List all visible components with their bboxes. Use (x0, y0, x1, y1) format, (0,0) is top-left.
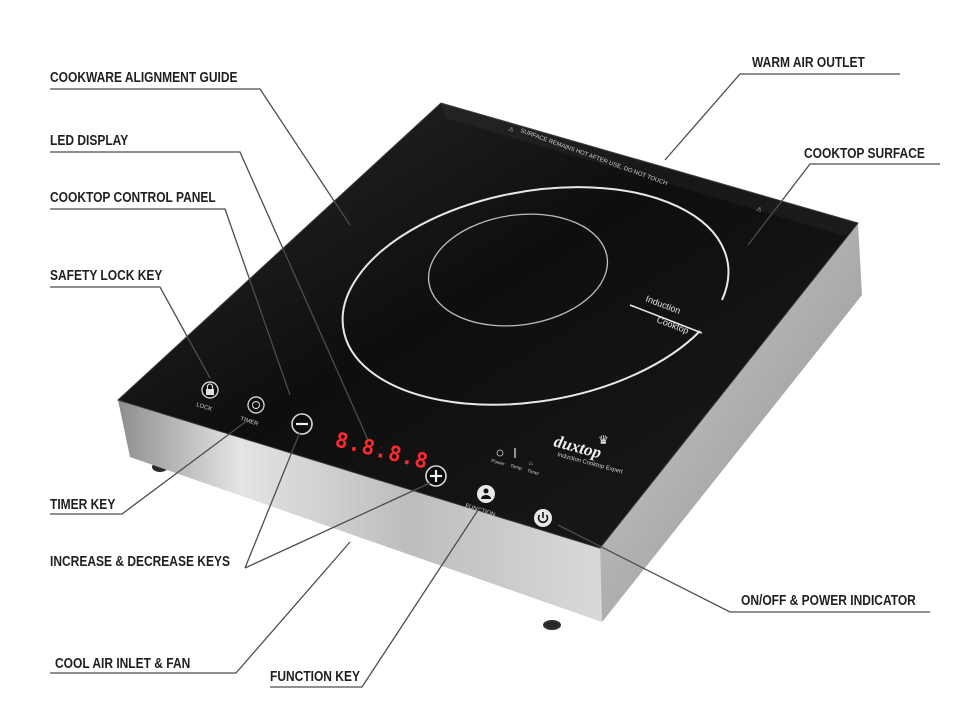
label-increase-decrease-keys: INCREASE & DECREASE KEYS (50, 553, 230, 570)
indicator-power: Power (490, 458, 505, 467)
indicator-temp: Temp (509, 463, 522, 472)
leader-warm-air (664, 73, 900, 161)
leader-control-panel (50, 208, 291, 396)
onoff-key[interactable] (534, 509, 552, 527)
label-timer-key: TIMER KEY (50, 496, 115, 513)
power-icon (537, 514, 549, 524)
label-function-key: FUNCTION KEY (270, 668, 360, 685)
decrease-key[interactable] (291, 413, 313, 435)
label-cookware-alignment-guide: COOKWARE ALIGNMENT GUIDE (50, 69, 237, 86)
safety-lock-key[interactable] (201, 381, 219, 399)
flame-indicator-icon: ♨ (528, 460, 533, 467)
ring-label-line (629, 304, 703, 334)
leader-cookware-guide (50, 88, 351, 226)
steel-front-side (118, 400, 602, 622)
timer-key[interactable] (247, 396, 265, 414)
function-key[interactable] (477, 485, 495, 503)
label-cool-air-inlet-fan: COOL AIR INLET & FAN (55, 655, 190, 672)
leader-decrease (244, 431, 301, 569)
label-safety-lock-key: SAFETY LOCK KEY (50, 267, 162, 284)
foot-right (543, 620, 561, 630)
warning-icon-right: ⚠ (755, 205, 763, 214)
brand-crown-icon: ♛ (598, 433, 609, 447)
indicator-timer: Timer (526, 468, 540, 477)
cooktop-body (117, 102, 862, 630)
lock-icon (206, 389, 214, 395)
leader-onoff (557, 524, 930, 613)
leader-led-display (50, 151, 369, 441)
lock-label: LOCK (195, 402, 212, 413)
clock-icon (252, 401, 260, 409)
leader-cool-air (50, 541, 351, 674)
label-onoff-power-indicator: ON/OFF & POWER INDICATOR (741, 592, 916, 609)
leader-cooktop-surface (747, 163, 940, 246)
leader-safety-lock (50, 286, 211, 379)
leader-increase (244, 482, 431, 569)
inner-ring (427, 213, 609, 327)
steel-right-side (600, 223, 862, 622)
label-led-display: LED DISPLAY (50, 132, 128, 149)
label-warm-air-outlet: WARM AIR OUTLET (752, 54, 865, 71)
leader-timer (50, 419, 249, 515)
function-icon (483, 488, 489, 494)
label-cooktop-control-panel: COOKTOP CONTROL PANEL (50, 189, 216, 206)
increase-key[interactable] (425, 465, 447, 487)
warning-icon-left: ⚠ (507, 125, 515, 134)
timer-label: TIMER (239, 416, 259, 428)
label-cooktop-surface: COOKTOP SURFACE (804, 145, 925, 162)
timer-indicator-icon (496, 449, 504, 457)
cookware-alignment-guide (341, 186, 730, 406)
leader-lines (50, 73, 940, 688)
outer-ring (341, 186, 730, 406)
indicator-cluster: ♨ (496, 448, 533, 467)
leader-function (270, 506, 481, 688)
